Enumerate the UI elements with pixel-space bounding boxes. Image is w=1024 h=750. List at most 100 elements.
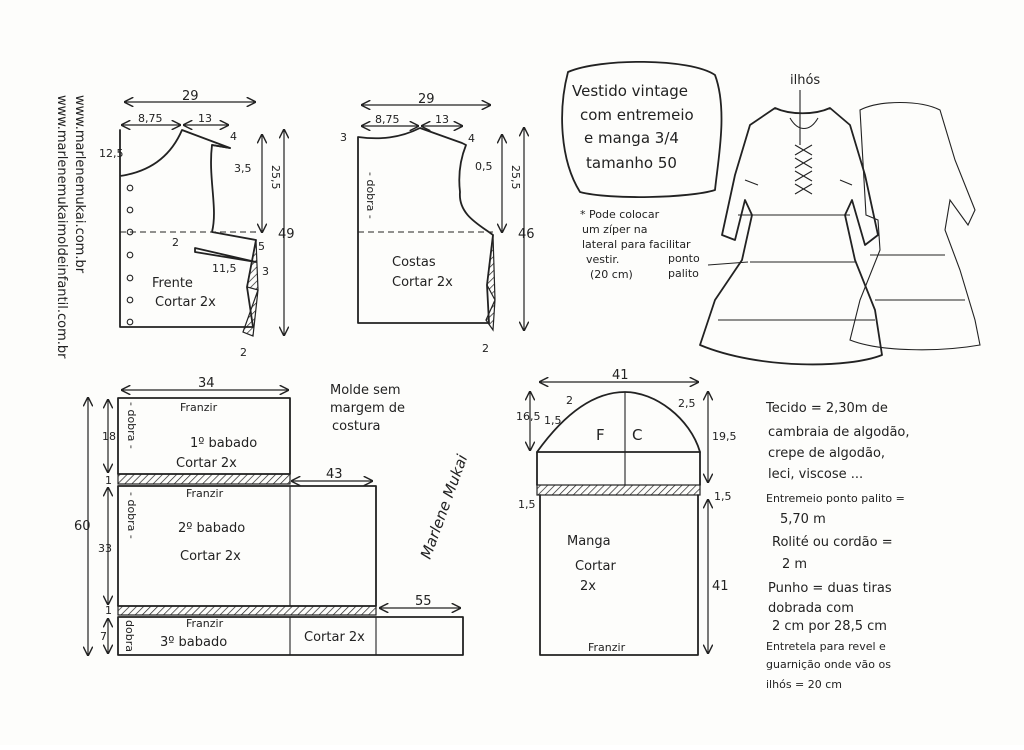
svg-text:1: 1 xyxy=(105,474,112,487)
svg-text:7: 7 xyxy=(100,630,107,643)
svg-text:2,5: 2,5 xyxy=(678,397,696,410)
svg-text:2: 2 xyxy=(482,342,489,355)
svg-text:8,75: 8,75 xyxy=(375,113,400,126)
frente-side-hatch xyxy=(246,239,259,291)
seam-note: Molde sem margem de costura xyxy=(330,383,405,434)
babado3-width: 55 xyxy=(415,594,432,609)
svg-text:Molde sem: Molde sem xyxy=(330,383,401,398)
title-line-2: com entremeio xyxy=(580,106,694,124)
skirt-total: 60 xyxy=(74,519,91,534)
material-line: crepe de algodão, xyxy=(768,446,885,461)
costas-outline xyxy=(357,127,494,324)
material-line: 2 cm por 28,5 cm xyxy=(772,619,887,634)
svg-text:3,5: 3,5 xyxy=(234,162,252,175)
svg-text:33: 33 xyxy=(98,542,112,555)
zipper-note-1: * Pode colocar xyxy=(580,208,660,221)
zipper-note-4: vestir. xyxy=(586,253,619,266)
back-dress-outline xyxy=(849,101,981,351)
skirt-ruffles: 34 Franzir 1º babado Cortar 2x - dobra -… xyxy=(74,376,464,655)
babado1-name: 1º babado xyxy=(190,436,257,451)
svg-text:costura: costura xyxy=(332,419,381,434)
svg-text:- dobra -: - dobra - xyxy=(125,492,138,539)
babado2-width: 43 xyxy=(326,467,343,482)
svg-text:13: 13 xyxy=(435,113,449,126)
zipper-note-3: lateral para facilitar xyxy=(582,238,691,251)
material-line: ilhós = 20 cm xyxy=(766,678,842,691)
signature: Marlene Mukai xyxy=(417,451,472,561)
babado3-gather: Franzir xyxy=(186,617,224,630)
svg-text:13: 13 xyxy=(198,112,212,125)
costas-piece: 29 3 8,75 13 4 0,5 25,5 46 2 - dobra - C… xyxy=(340,92,535,355)
manga-length: 41 xyxy=(712,579,729,594)
lacing xyxy=(794,144,813,195)
manga-body xyxy=(539,494,699,656)
front-dress-outline xyxy=(699,107,883,366)
ilhos-label: ilhós xyxy=(790,73,820,88)
costas-hem-hatch xyxy=(485,299,496,332)
svg-text:16,5: 16,5 xyxy=(516,410,541,423)
babado1-width: 34 xyxy=(198,376,215,391)
manga-cut: Cortar xyxy=(575,559,616,574)
babado2-cut: Cortar 2x xyxy=(180,549,241,564)
material-line: 2 m xyxy=(782,557,807,572)
frente-length: 49 xyxy=(278,227,295,242)
material-line: 5,70 m xyxy=(780,512,826,527)
svg-text:- dobra -: - dobra - xyxy=(125,402,138,449)
website-1: www.marlenemukai.com.br xyxy=(72,95,87,274)
material-line: cambraia de algodão, xyxy=(768,425,910,440)
frente-dart xyxy=(194,247,257,263)
svg-text:margem de: margem de xyxy=(330,401,405,416)
costas-length: 46 xyxy=(518,227,535,242)
zipper-note-5: (20 cm) xyxy=(590,268,633,281)
title-cloud: Vestido vintage com entremeio e manga 3/… xyxy=(561,60,723,198)
zipper-note-2: um zíper na xyxy=(582,223,648,236)
svg-text:1,5: 1,5 xyxy=(518,498,536,511)
svg-text:12,5: 12,5 xyxy=(99,147,124,160)
svg-text:2: 2 xyxy=(172,236,179,249)
costas-width: 29 xyxy=(418,92,435,107)
material-line: guarnição onde vão os xyxy=(766,658,891,671)
svg-text:11,5: 11,5 xyxy=(212,262,237,275)
babado3-cut: Cortar 2x xyxy=(304,630,365,645)
svg-text:4: 4 xyxy=(468,132,475,145)
costas-side-hatch xyxy=(486,234,496,301)
svg-text:0,5: 0,5 xyxy=(475,160,493,173)
title-line-1: Vestido vintage xyxy=(572,82,688,100)
website-links: www.marlenemukai.com.br www.marlenemukai… xyxy=(54,95,87,359)
dress-illustration: ilhós * Pode colocar um zíper na lateral… xyxy=(580,73,981,366)
babado1-cut: Cortar 2x xyxy=(176,456,237,471)
entremeio-strip-1 xyxy=(117,473,291,485)
material-line: dobrada com xyxy=(768,601,854,616)
babado2-rect xyxy=(117,485,377,607)
svg-text:1: 1 xyxy=(105,604,112,617)
babado3-name: 3º babado xyxy=(160,635,227,650)
svg-text:18: 18 xyxy=(102,430,116,443)
babado2-name: 2º babado xyxy=(178,521,245,536)
ponto-label-2: palito xyxy=(668,267,699,280)
material-line: Entremeio ponto palito = xyxy=(766,492,905,505)
svg-text:dobra: dobra xyxy=(123,620,136,652)
svg-text:3: 3 xyxy=(262,265,269,278)
manga-piece: 41 2 2,5 16,5 1,5 19,5 1,5 1,5 41 F C Ma… xyxy=(516,368,737,656)
costas-cut: Cortar 2x xyxy=(392,275,453,290)
svg-text:19,5: 19,5 xyxy=(712,430,737,443)
material-line: Tecido = 2,30m de xyxy=(765,401,888,416)
frente-cut: Cortar 2x xyxy=(155,295,216,310)
title-bubble xyxy=(561,60,723,198)
website-2: www.marlenemukaimoldeinfantil.com.br xyxy=(54,95,69,359)
svg-text:4: 4 xyxy=(230,130,237,143)
frente-buttons xyxy=(126,184,134,326)
svg-text:1,5: 1,5 xyxy=(544,414,562,427)
entremeio-strip-2 xyxy=(117,605,377,616)
manga-front-label: F xyxy=(596,426,605,444)
materials-list: Tecido = 2,30m de cambraia de algodão, c… xyxy=(765,401,910,691)
title-line-4: tamanho 50 xyxy=(586,154,677,172)
svg-text:2: 2 xyxy=(240,346,247,359)
manga-width: 41 xyxy=(612,368,629,383)
manga-qty: 2x xyxy=(580,579,596,594)
material-line: Rolité ou cordão = xyxy=(772,535,893,550)
frente-hem-hatch xyxy=(242,289,259,337)
svg-text:2: 2 xyxy=(566,394,573,407)
